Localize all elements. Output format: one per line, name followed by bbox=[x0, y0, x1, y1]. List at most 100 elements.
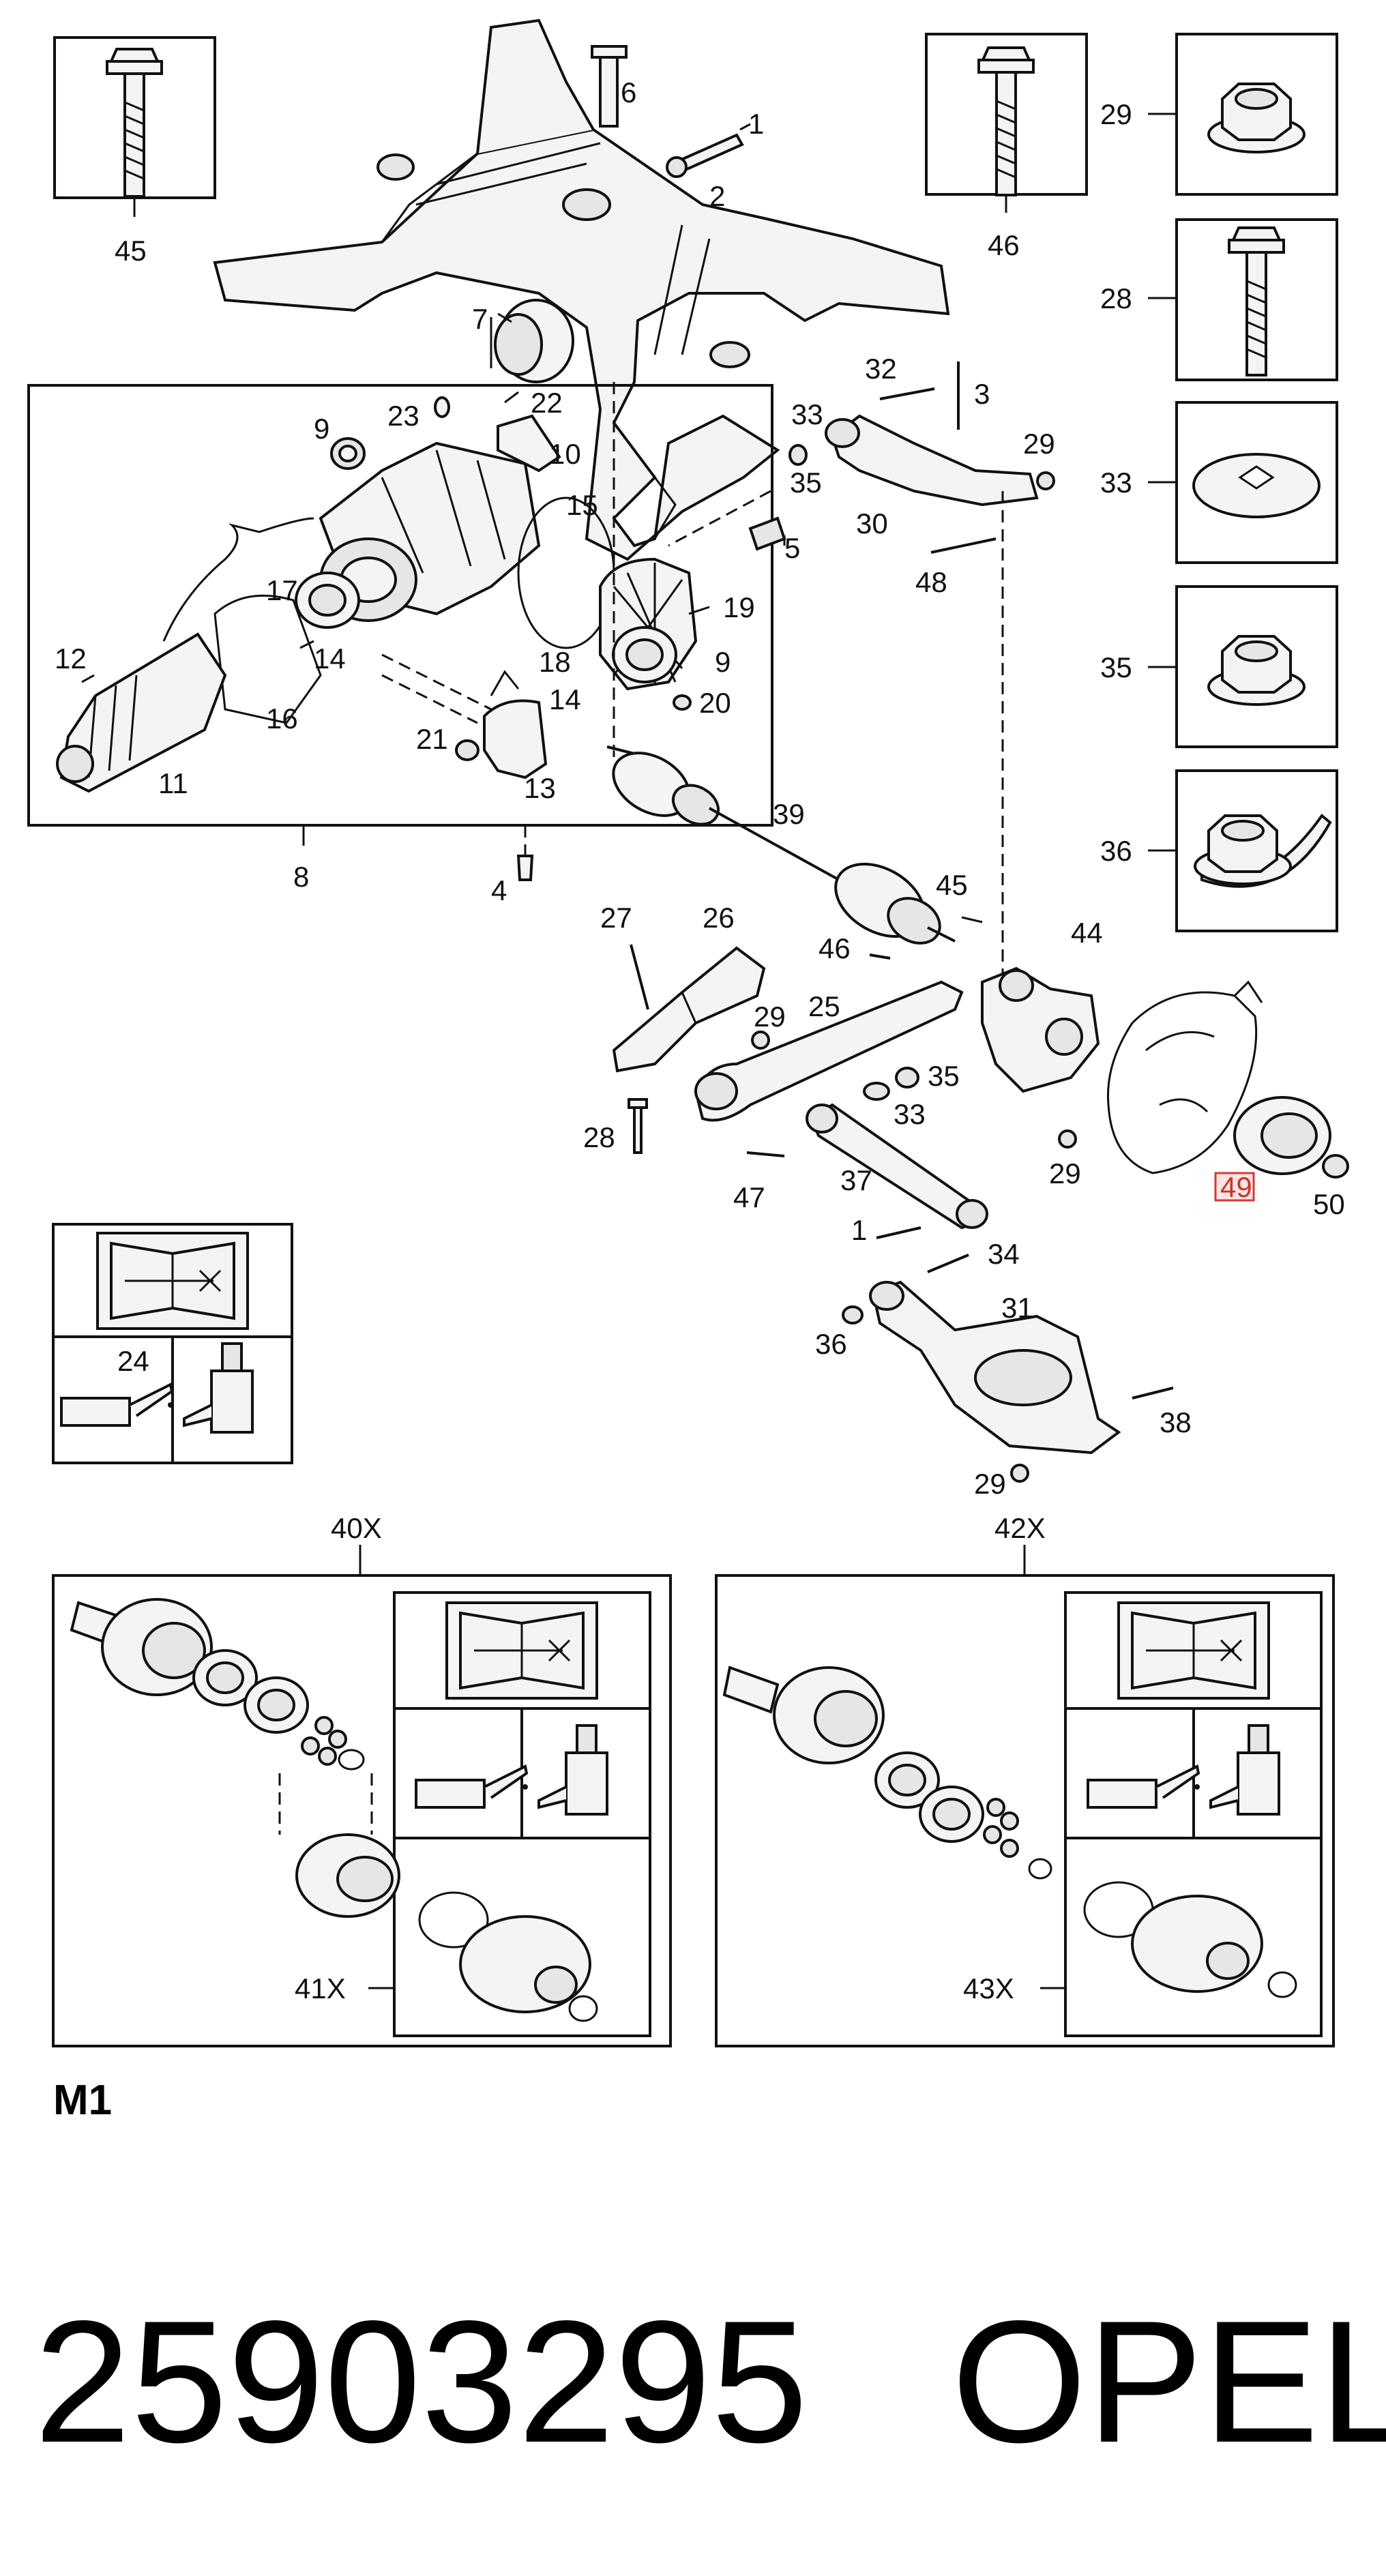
callout-42x: 42X bbox=[994, 1512, 1046, 1544]
brand-name: OPEL bbox=[952, 2285, 1386, 2479]
callout-33: 33 bbox=[791, 398, 823, 430]
bolt-icon bbox=[977, 46, 1035, 196]
seal-icon bbox=[612, 626, 677, 683]
oil-can-icon bbox=[415, 1765, 529, 1809]
manual-icon bbox=[445, 1601, 598, 1700]
callout-28: 28 bbox=[583, 1121, 615, 1153]
callout-23: 23 bbox=[387, 400, 419, 432]
callout-29: 29 bbox=[974, 1468, 1006, 1500]
callout-4: 4 bbox=[491, 874, 507, 906]
driveshaft-39: 39 45 bbox=[606, 745, 983, 945]
callout-44: 44 bbox=[1071, 917, 1103, 949]
callout-33: 33 bbox=[1100, 467, 1132, 499]
callout-34: 34 bbox=[988, 1238, 1020, 1270]
callout-35: 35 bbox=[1100, 651, 1132, 683]
callout-30: 30 bbox=[856, 507, 888, 539]
callout-16: 16 bbox=[266, 702, 298, 735]
bolt-28-left: 28 bbox=[583, 1098, 648, 1154]
callout-48: 48 bbox=[915, 566, 947, 598]
fastener-column: 29 28 33 35 36 bbox=[1100, 33, 1338, 932]
knuckle-44: 44 35 33 bbox=[863, 917, 1103, 1130]
rear-subframe: 2 bbox=[213, 18, 950, 561]
bushing-7: 7 bbox=[472, 299, 574, 383]
callout-41x: 41X bbox=[295, 1972, 346, 2004]
bracket-26: 26 27 bbox=[600, 902, 766, 1073]
link-25: 25 29 46 bbox=[694, 932, 964, 1122]
nut-icon bbox=[1207, 83, 1306, 153]
callout-15: 15 bbox=[566, 489, 598, 521]
diagram-code: M1 bbox=[53, 2077, 112, 2124]
bolt-46-box: 46 bbox=[925, 33, 1088, 261]
nut-icon bbox=[1194, 814, 1292, 885]
callout-36: 36 bbox=[815, 1328, 847, 1360]
callout-8: 8 bbox=[293, 861, 309, 893]
bolt-icon bbox=[1228, 226, 1285, 376]
callout-45: 45 bbox=[936, 869, 968, 901]
callout-10: 10 bbox=[549, 438, 581, 470]
hub-bearing: 49 50 bbox=[1214, 1096, 1349, 1220]
service-info-box: 24 bbox=[52, 1223, 293, 1464]
grease-icon bbox=[1209, 1724, 1280, 1816]
callout-6: 6 bbox=[621, 76, 636, 108]
callout-31: 31 bbox=[1001, 1292, 1033, 1324]
clip-5: 5 bbox=[748, 516, 800, 564]
callout-49-highlight bbox=[1214, 1172, 1255, 1202]
callout-24: 24 bbox=[117, 1345, 149, 1377]
callout-20: 20 bbox=[699, 687, 731, 719]
callout-11: 11 bbox=[158, 767, 188, 799]
callout-18: 18 bbox=[539, 646, 571, 678]
callout-47: 47 bbox=[733, 1181, 765, 1213]
callout-35: 35 bbox=[790, 467, 822, 499]
kit-42x: 42X 43X bbox=[715, 1512, 1335, 2047]
callout-38: 38 bbox=[1160, 1406, 1192, 1438]
callout-33: 33 bbox=[894, 1098, 926, 1130]
bolt-45-box: 45 bbox=[53, 36, 216, 267]
callout-13: 13 bbox=[524, 772, 556, 804]
callout-9b: 9 bbox=[715, 646, 731, 678]
callout-27: 27 bbox=[600, 902, 632, 934]
callout-2: 2 bbox=[709, 180, 725, 212]
differential-group: 9 23 22 10 15 18 19 9 20 17 14 14 16 bbox=[27, 384, 773, 893]
callout-40x: 40X bbox=[331, 1512, 382, 1544]
callout-14b: 14 bbox=[549, 683, 581, 715]
callout-36: 36 bbox=[1100, 835, 1132, 867]
callout-3: 3 bbox=[974, 378, 990, 410]
callout-7: 7 bbox=[472, 303, 488, 335]
bolt-icon bbox=[106, 48, 163, 198]
callout-50: 50 bbox=[1313, 1188, 1345, 1220]
manual-icon bbox=[1117, 1601, 1270, 1700]
part-number: 25903295 bbox=[34, 2285, 808, 2479]
lower-arm-31: 31 1 34 36 38 29 bbox=[815, 1214, 1192, 1500]
grease-icon bbox=[537, 1724, 608, 1816]
manual-icon bbox=[96, 1232, 249, 1330]
callout-1: 1 bbox=[748, 108, 764, 140]
callout-19: 19 bbox=[723, 591, 755, 623]
callout-35: 35 bbox=[928, 1060, 960, 1092]
upper-arm-30: 30 32 3 33 35 29 48 bbox=[788, 353, 1055, 982]
brake-shield bbox=[1106, 980, 1263, 1174]
kit-40x: 40X 41X bbox=[52, 1512, 672, 2047]
callout-5: 5 bbox=[784, 532, 800, 564]
callout-29: 29 bbox=[1100, 98, 1132, 130]
callout-32: 32 bbox=[865, 353, 897, 385]
bearing-icon bbox=[244, 1676, 309, 1734]
callout-46: 46 bbox=[988, 229, 1020, 261]
oil-can-icon bbox=[1087, 1765, 1201, 1809]
oil-can-icon bbox=[60, 1383, 175, 1427]
callout-29: 29 bbox=[1049, 1157, 1081, 1189]
nut-icon bbox=[1207, 635, 1306, 706]
callout-28: 28 bbox=[1100, 282, 1132, 314]
callout-29: 29 bbox=[754, 1001, 786, 1033]
bearing-icon bbox=[919, 1786, 984, 1843]
bolt-4: 4 bbox=[491, 825, 534, 906]
bolt-1-top: 1 bbox=[666, 108, 764, 178]
callout-1: 1 bbox=[851, 1214, 867, 1246]
callout-39: 39 bbox=[773, 798, 805, 830]
seal-icon bbox=[295, 572, 360, 629]
callout-12: 12 bbox=[55, 642, 87, 675]
grease-icon bbox=[183, 1342, 254, 1434]
callout-37: 37 bbox=[840, 1164, 872, 1196]
callout-25: 25 bbox=[808, 990, 840, 1022]
callout-26: 26 bbox=[703, 902, 735, 934]
